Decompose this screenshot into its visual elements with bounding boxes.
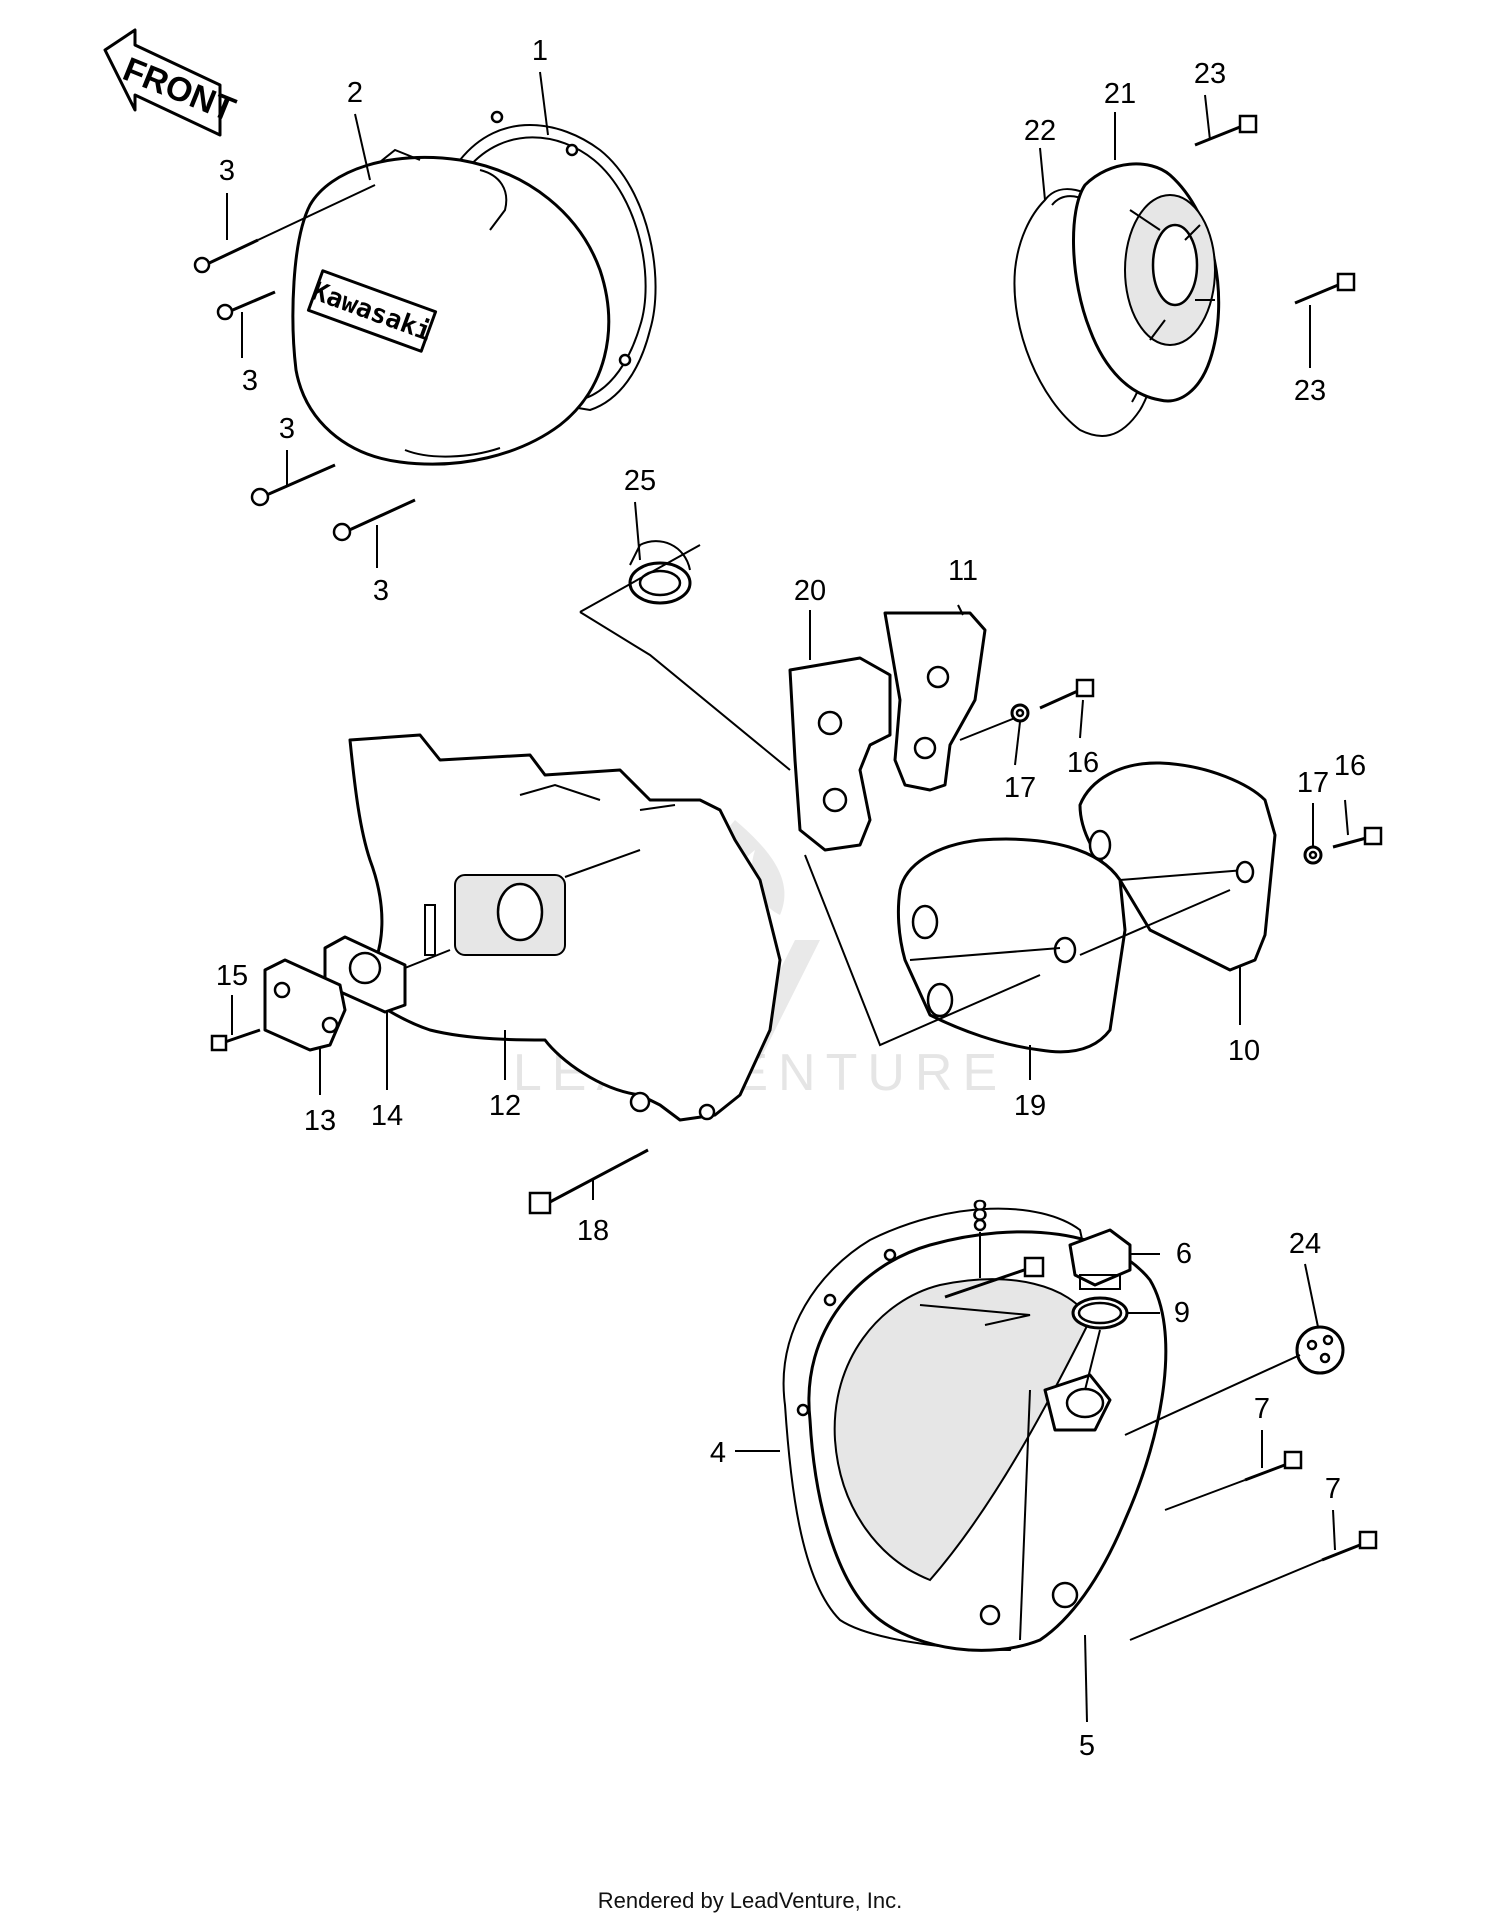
bolt-23a — [1194, 114, 1258, 147]
callout-9: 9 — [1174, 1297, 1190, 1329]
bolt-3b — [216, 290, 276, 321]
callout-12: 12 — [489, 1090, 521, 1122]
callout-4: 4 — [710, 1437, 726, 1469]
callout-10: 10 — [1228, 1035, 1260, 1067]
bolt-18 — [528, 1148, 649, 1215]
grommet — [1295, 1325, 1345, 1375]
callout-11: 11 — [948, 555, 978, 587]
front-arrow-icon: FRONT — [103, 28, 241, 137]
bolt-7a — [1244, 1450, 1303, 1482]
callout-14: 14 — [371, 1100, 403, 1132]
callout-3b: 3 — [242, 365, 258, 397]
callout-20: 20 — [794, 575, 826, 607]
callout-15: 15 — [216, 960, 248, 992]
o-ring — [1071, 1296, 1129, 1330]
bushing — [628, 540, 692, 605]
bolt-16a — [1039, 678, 1095, 710]
callout-6: 6 — [1176, 1238, 1192, 1270]
bracket-11 — [883, 611, 987, 792]
callout-8: 8 — [972, 1195, 988, 1227]
footer-credit: Rendered by LeadVenture, Inc. — [597, 1888, 903, 1913]
callout-16b: 16 — [1334, 750, 1366, 782]
guard-10 — [1078, 761, 1277, 972]
washer-17b — [1303, 845, 1323, 865]
callout-19: 19 — [1014, 1090, 1046, 1122]
cover-gasket — [323, 935, 407, 1014]
bolt-3d — [332, 498, 416, 542]
bolt-16b — [1332, 826, 1383, 849]
bolt-15 — [210, 1028, 261, 1052]
washer-17a — [1010, 703, 1030, 723]
chain-cover — [348, 733, 782, 1122]
callout-labels: 1 2 3 3 3 3 4 5 6 7 7 8 9 10 11 12 13 14… — [216, 35, 1366, 1762]
callout-1: 1 — [532, 35, 548, 67]
callout-17a: 17 — [1004, 772, 1036, 804]
callout-3d: 3 — [373, 575, 389, 607]
clutch-cover — [807, 1230, 1168, 1652]
callout-13: 13 — [304, 1105, 336, 1137]
callout-24: 24 — [1289, 1228, 1321, 1260]
inspection-cover — [1072, 162, 1221, 403]
callout-7a: 7 — [1254, 1393, 1270, 1425]
callout-5: 5 — [1079, 1730, 1095, 1762]
callout-3c: 3 — [279, 413, 295, 445]
cover-plate — [263, 958, 347, 1052]
bolt-23b — [1294, 272, 1356, 305]
bolt-3c — [250, 463, 336, 507]
callout-18: 18 — [577, 1215, 609, 1247]
guard-19 — [896, 837, 1127, 1054]
callout-7b: 7 — [1325, 1473, 1341, 1505]
callout-23a: 23 — [1194, 58, 1226, 90]
callout-25: 25 — [624, 465, 656, 497]
callout-22: 22 — [1024, 115, 1056, 147]
callout-21: 21 — [1104, 78, 1136, 110]
callout-leaders — [226, 71, 1349, 1723]
bolt-3a — [193, 238, 259, 274]
callout-16a: 16 — [1067, 747, 1099, 779]
callout-3a: 3 — [219, 155, 235, 187]
bracket-20 — [788, 656, 892, 852]
front-label: FRONT — [118, 50, 241, 129]
filler-cap — [1068, 1228, 1132, 1290]
bolt-7b — [1321, 1530, 1378, 1562]
callout-23b: 23 — [1294, 375, 1326, 407]
callout-2: 2 — [347, 77, 363, 109]
bolt-8 — [944, 1256, 1045, 1299]
generator-cover: Kawasaki — [291, 148, 611, 466]
callout-17b: 17 — [1297, 767, 1329, 799]
